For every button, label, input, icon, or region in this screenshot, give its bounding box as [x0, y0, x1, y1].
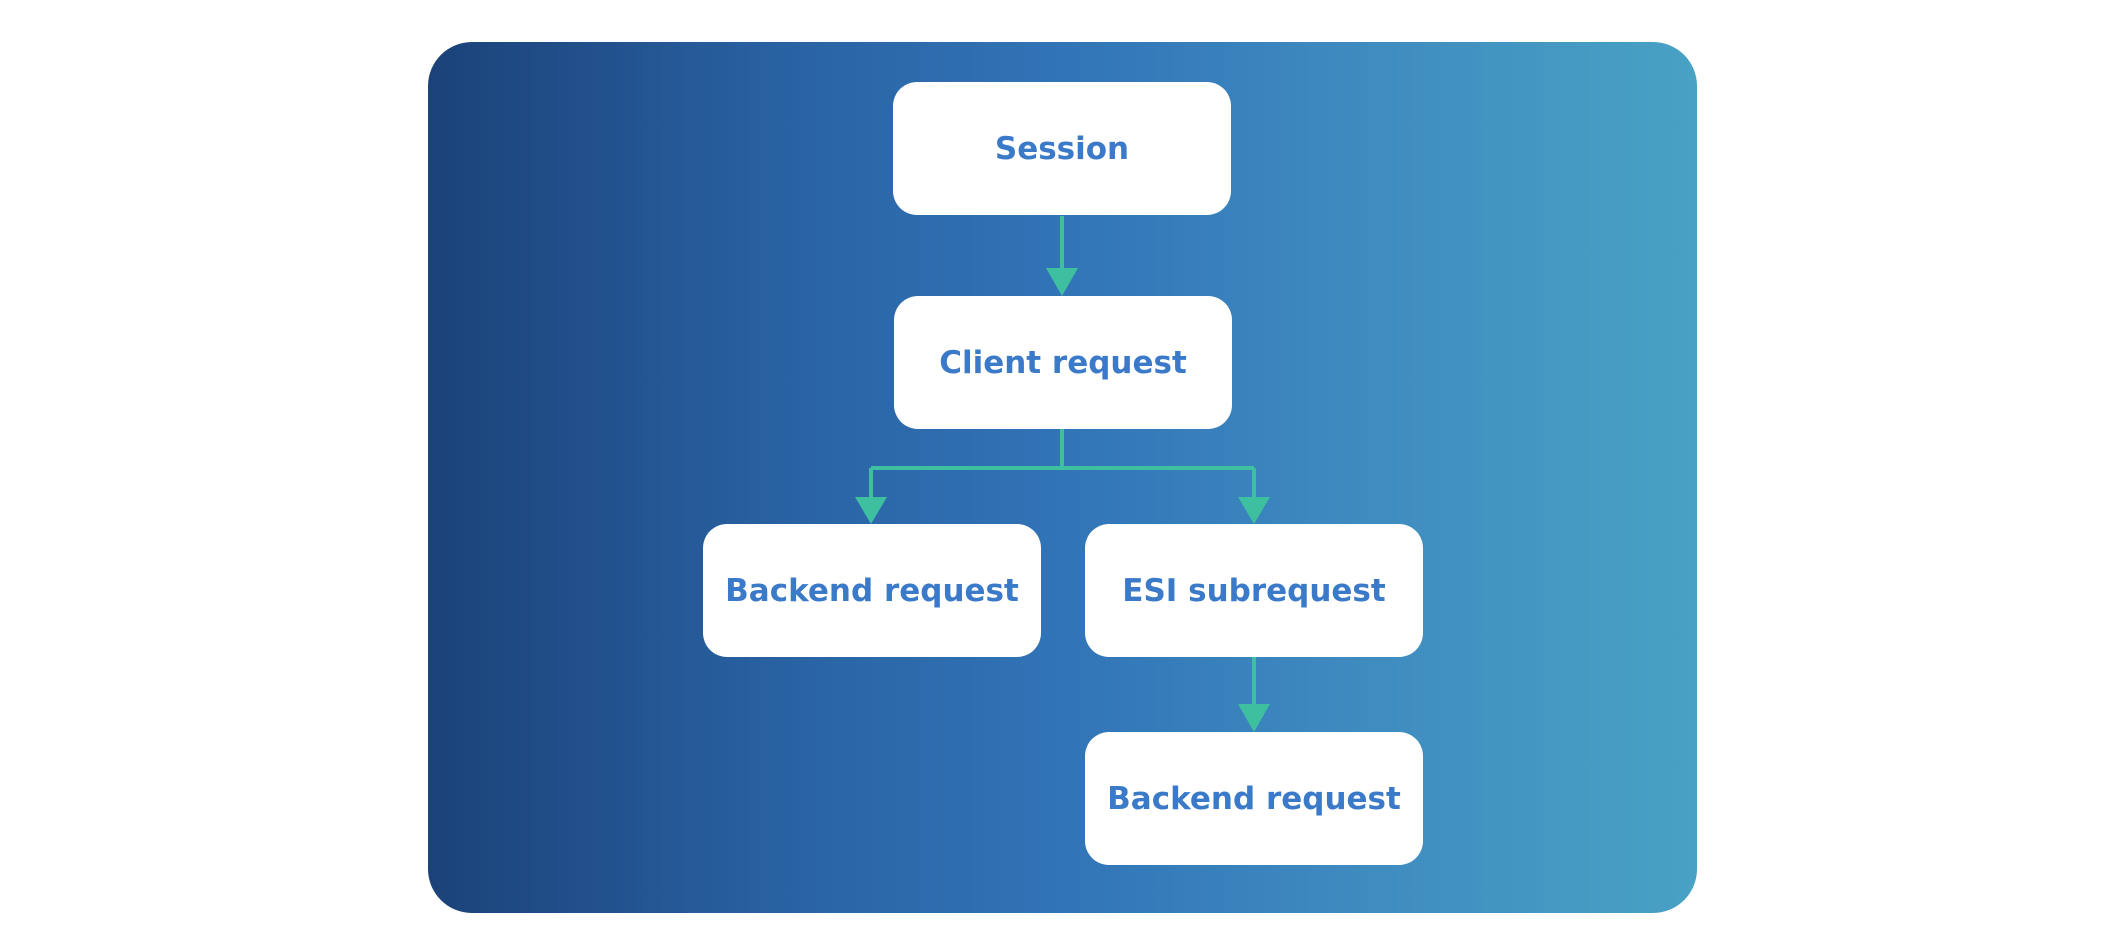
arrowhead-backend-request-2	[1238, 704, 1270, 732]
node-esi-subrequest: ESI subrequest	[1085, 524, 1423, 657]
node-session-label: Session	[994, 130, 1130, 167]
node-esi-subrequest-label: ESI subrequest	[1122, 572, 1386, 609]
node-client-request: Client request	[894, 296, 1232, 429]
diagram-panel: Session Client request Backend request E…	[428, 42, 1697, 913]
arrowhead-client-request	[1046, 268, 1078, 296]
arrowhead-esi-subrequest	[1238, 497, 1270, 524]
node-backend-request-2-label: Backend request	[1107, 780, 1401, 817]
arrowhead-backend-request-1	[855, 497, 887, 524]
node-client-request-label: Client request	[939, 344, 1187, 381]
node-backend-request-1: Backend request	[703, 524, 1041, 657]
node-backend-request-2: Backend request	[1085, 732, 1423, 865]
node-session: Session	[893, 82, 1231, 215]
node-backend-request-1-label: Backend request	[725, 572, 1019, 609]
connectors	[855, 216, 1270, 732]
